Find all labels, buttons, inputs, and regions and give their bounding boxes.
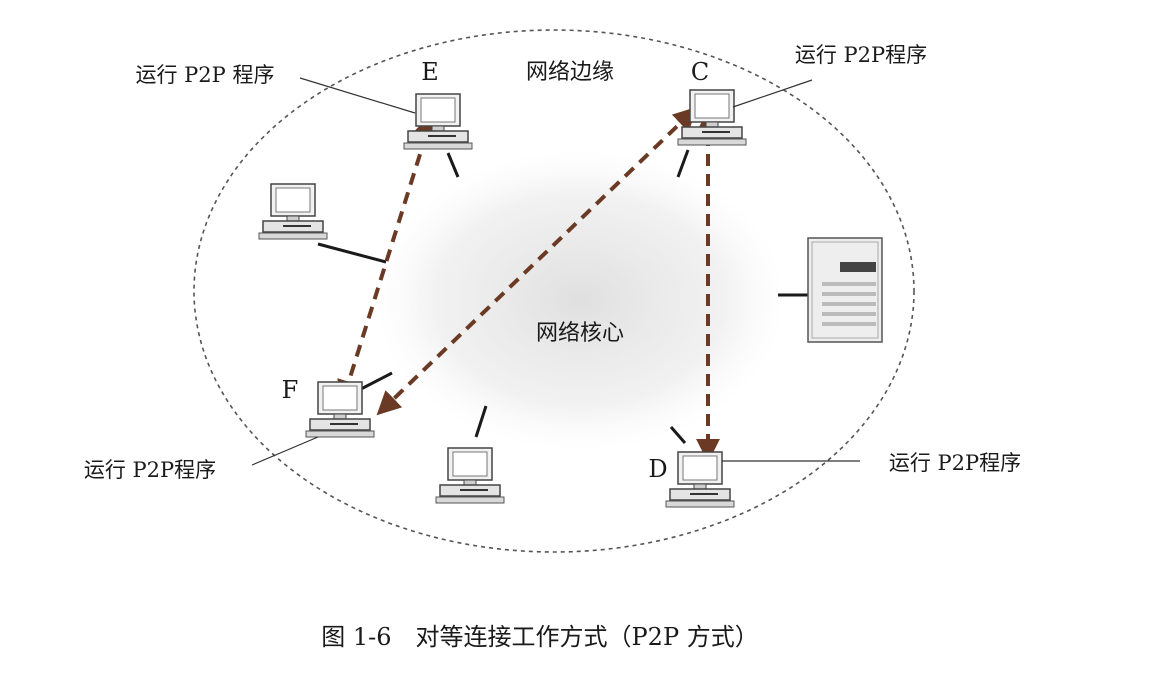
server-icon	[807, 237, 883, 343]
access-link-d	[669, 426, 687, 444]
p2p-links	[337, 106, 720, 463]
node-label-e: E	[421, 58, 439, 86]
leader-f	[251, 436, 319, 466]
figure-caption: 图 1-6 对等连接工作方式（P2P 方式）	[321, 623, 758, 651]
host-pc1	[258, 183, 328, 240]
host-d	[665, 451, 735, 508]
network-edge-label: 网络边缘	[526, 60, 614, 85]
host-e	[403, 93, 473, 150]
access-link-pc1	[317, 242, 387, 264]
node-label-d: D	[648, 455, 667, 483]
note-c: 运行 P2P程序	[795, 43, 927, 67]
note-e: 运行 P2P 程序	[136, 63, 275, 87]
host-f	[305, 381, 375, 438]
access-link-f	[360, 371, 393, 391]
p2p-link-f-c	[376, 106, 698, 416]
node-label-f: F	[282, 376, 299, 404]
note-f: 运行 P2P程序	[84, 458, 216, 482]
node-label-c: C	[691, 58, 709, 86]
note-d: 运行 P2P程序	[889, 451, 1021, 475]
host-pc2	[435, 447, 505, 504]
access-link-e	[446, 152, 460, 178]
leader-c	[732, 79, 813, 108]
network-core-cloud	[375, 150, 785, 450]
leader-e	[299, 77, 416, 114]
network-edge-boundary	[193, 29, 915, 553]
callout-leaders	[251, 77, 860, 466]
network-core-label: 网络核心	[536, 321, 624, 346]
